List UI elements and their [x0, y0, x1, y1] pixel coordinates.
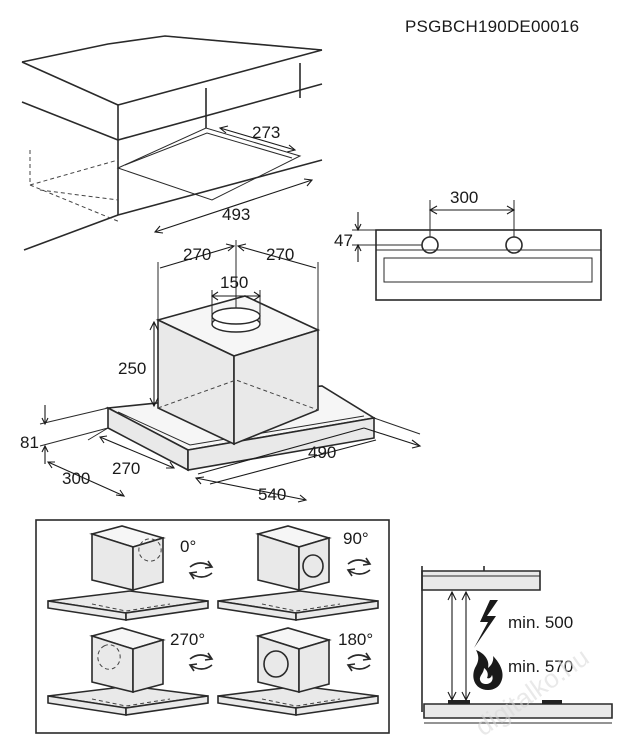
rotation-panel: 0° 90° 270° 180°	[35, 519, 390, 734]
dim-left-offset: 270	[183, 245, 211, 264]
rotation-label-180: 180°	[338, 630, 373, 649]
dim-body-height: 81	[20, 433, 39, 452]
lightning-icon	[474, 600, 498, 648]
cabinet-drawing: 273 493	[21, 35, 323, 251]
dim-cabinet-width: 493	[222, 205, 250, 224]
dim-cabinet-depth: 273	[252, 123, 280, 142]
hood-drawing: 270 270 150 250 81 300 270	[20, 240, 422, 504]
rotation-label-0: 0°	[180, 537, 196, 556]
rotation-unit-270	[47, 627, 209, 716]
dim-width-outer: 540	[258, 485, 286, 504]
rotate-arrows-icon	[346, 557, 372, 577]
rotation-unit-0	[47, 525, 209, 621]
dim-chimney-height: 250	[118, 359, 146, 378]
clearance-drawing: min. 500 min. 570	[421, 566, 613, 724]
rotate-arrows-icon	[188, 560, 214, 580]
dim-depth-outer: 300	[62, 469, 90, 488]
rotate-arrows-icon	[188, 652, 214, 672]
rotation-label-90: 90°	[343, 529, 369, 548]
rotation-unit-180	[217, 627, 379, 716]
dim-duct-diameter: 150	[220, 273, 248, 292]
dim-hole-spacing: 300	[450, 188, 478, 207]
front-panel-drawing: 300 47	[334, 188, 602, 301]
clearance-electric: min. 500	[508, 613, 573, 632]
dim-hole-height: 47	[334, 231, 353, 250]
product-code: PSGBCH190DE00016	[405, 17, 579, 36]
rotate-arrows-icon	[346, 652, 372, 672]
rotation-label-270: 270°	[170, 630, 205, 649]
dim-depth-inner: 270	[112, 459, 140, 478]
rotation-unit-90	[217, 525, 379, 621]
clearance-gas: min. 570	[508, 657, 573, 676]
dim-right-offset: 270	[266, 245, 294, 264]
dim-width-inner: 490	[308, 443, 336, 462]
flame-icon	[473, 650, 503, 690]
